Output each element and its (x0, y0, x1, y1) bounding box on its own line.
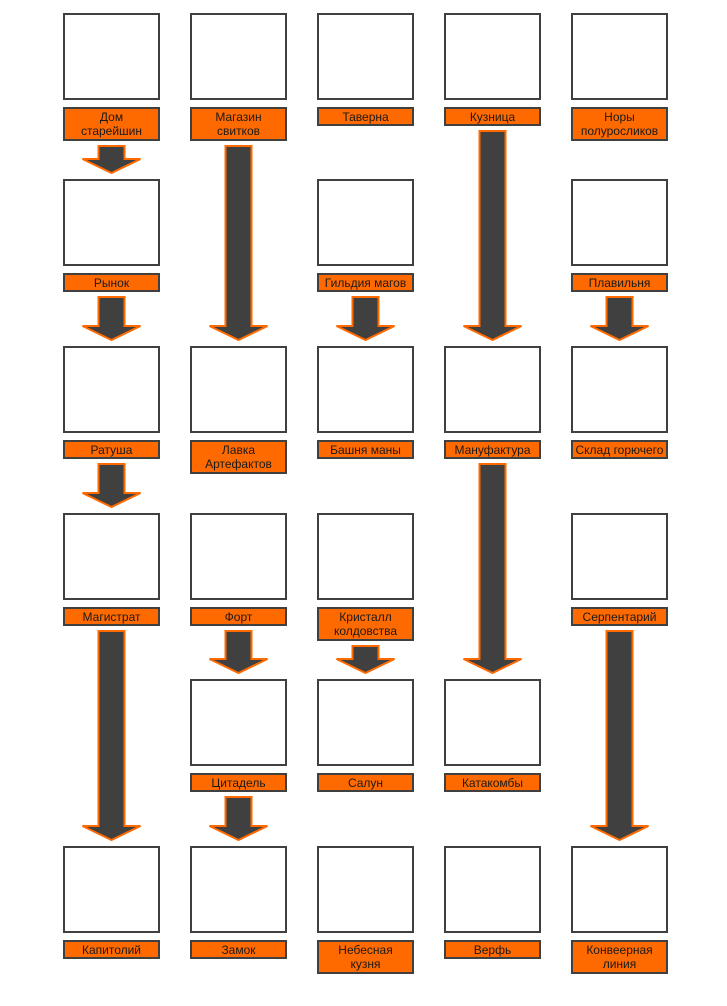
building-box-nory (571, 13, 668, 100)
arrow-down-icon-0 (82, 145, 141, 175)
building-label-plavilnya: Плавильня (571, 273, 668, 292)
building-label-konveyer: Конвеерная линия (571, 940, 668, 974)
arrow-down-icon-1 (209, 145, 268, 342)
building-box-rynok (63, 179, 160, 266)
building-box-sklad (571, 346, 668, 433)
building-label-manufaktura: Мануфактура (444, 440, 541, 459)
arrow-down-icon-3 (82, 296, 141, 342)
building-box-verf (444, 846, 541, 933)
building-box-nebesnaya (317, 846, 414, 933)
building-label-sklad: Склад горючего (571, 440, 668, 459)
building-box-lavka (190, 346, 287, 433)
building-label-kapitoliy: Капитолий (63, 940, 160, 959)
building-box-magazin (190, 13, 287, 100)
building-box-kristall (317, 513, 414, 600)
building-label-citadel: Цитадель (190, 773, 287, 792)
building-box-manufaktura (444, 346, 541, 433)
building-box-salun (317, 679, 414, 766)
building-label-serpentariy: Серпентарий (571, 607, 668, 626)
building-label-zamok: Замок (190, 940, 287, 959)
building-label-taverna: Таверна (317, 107, 414, 126)
arrow-down-icon-2 (463, 130, 522, 342)
building-label-kristall: Кристалл колдовства (317, 607, 414, 641)
building-box-plavilnya (571, 179, 668, 266)
building-box-dom (63, 13, 160, 100)
building-label-gildiya: Гильдия магов (317, 273, 414, 292)
building-box-kapitoliy (63, 846, 160, 933)
building-box-konveyer (571, 846, 668, 933)
building-label-fort: Форт (190, 607, 287, 626)
building-box-ratusha (63, 346, 160, 433)
building-label-rynok: Рынок (63, 273, 160, 292)
building-box-zamok (190, 846, 287, 933)
building-label-ratusha: Ратуша (63, 440, 160, 459)
building-box-gildiya (317, 179, 414, 266)
arrow-down-icon-4 (336, 296, 395, 342)
building-label-dom: Дом старейшин (63, 107, 160, 141)
building-box-bashnya (317, 346, 414, 433)
building-box-magistrat (63, 513, 160, 600)
building-label-verf: Верфь (444, 940, 541, 959)
building-box-kuznica (444, 13, 541, 100)
arrow-down-icon-8 (82, 630, 141, 842)
building-label-kuznica: Кузница (444, 107, 541, 126)
building-label-salun: Салун (317, 773, 414, 792)
building-label-nebesnaya: Небесная кузня (317, 940, 414, 974)
arrow-down-icon-10 (336, 645, 395, 675)
building-label-bashnya: Башня маны (317, 440, 414, 459)
building-label-magistrat: Магистрат (63, 607, 160, 626)
arrow-down-icon-7 (463, 463, 522, 675)
arrow-down-icon-5 (590, 296, 649, 342)
arrow-down-icon-9 (209, 630, 268, 675)
building-label-nory: Норы полуросликов (571, 107, 668, 141)
arrow-down-icon-6 (82, 463, 141, 509)
building-box-taverna (317, 13, 414, 100)
building-label-magazin: Магазин свитков (190, 107, 287, 141)
arrow-down-icon-11 (590, 630, 649, 842)
building-box-serpentariy (571, 513, 668, 600)
building-box-citadel (190, 679, 287, 766)
building-box-katakomby (444, 679, 541, 766)
building-label-katakomby: Катакомбы (444, 773, 541, 792)
building-box-fort (190, 513, 287, 600)
arrow-down-icon-12 (209, 796, 268, 842)
building-label-lavka: Лавка Артефактов (190, 440, 287, 474)
